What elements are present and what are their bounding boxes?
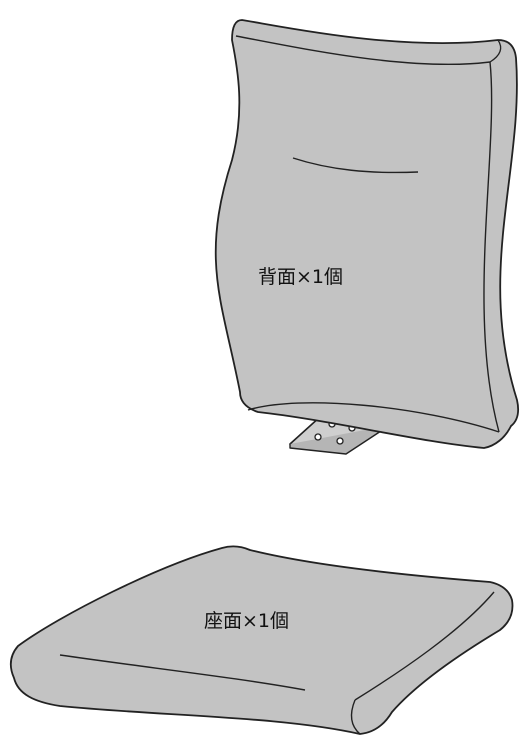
seat-front-seam	[59, 654, 306, 691]
bracket-hole	[336, 437, 344, 445]
backrest-top-seam	[235, 35, 491, 66]
backrest-part: 背面×1個	[214, 19, 520, 455]
backrest-bottom-seam	[247, 402, 500, 433]
seat-cushion	[9, 545, 514, 735]
seat-corner-roll	[350, 699, 361, 735]
seat-side-seam	[354, 591, 495, 701]
backrest-crease	[292, 157, 419, 174]
seat-label: 座面×1個	[204, 610, 289, 632]
backrest-label: 背面×1個	[258, 266, 343, 288]
backrest-side-edge	[483, 61, 500, 433]
bracket-hole	[314, 433, 322, 441]
backrest-cushion	[214, 19, 520, 449]
seat-part: 座面×1個	[9, 545, 514, 735]
